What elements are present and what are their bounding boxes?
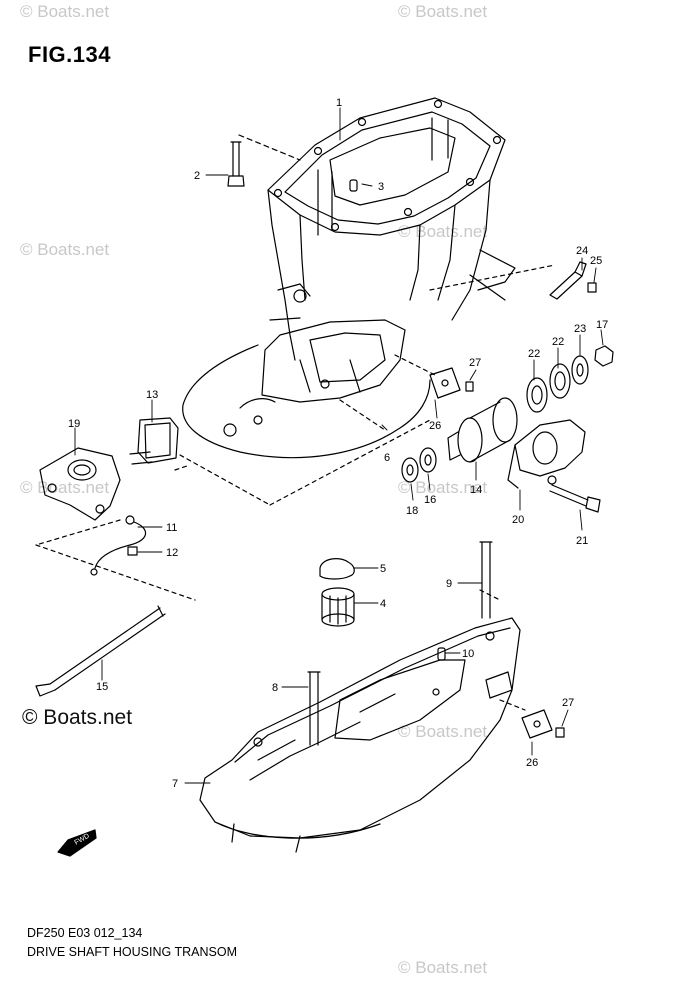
washer-part: [419, 447, 437, 473]
clip-part: [549, 261, 587, 300]
callout-9: 9: [446, 578, 452, 590]
callout-24: 24: [576, 245, 588, 257]
diagram-caption: DRIVE SHAFT HOUSING TRANSOM: [27, 945, 237, 959]
callout-5: 5: [380, 563, 386, 575]
callout-1: 1: [336, 97, 342, 109]
watermark: © Boats.net: [20, 240, 110, 259]
drive-shaft-housing-part: [182, 97, 516, 459]
callout-10: 10: [462, 648, 474, 660]
upper-mount-bracket-part: [39, 447, 121, 521]
shaft-bushing-part: [321, 587, 355, 627]
callout-22b: 22: [552, 336, 564, 348]
callout-4: 4: [380, 598, 386, 610]
callout-17: 17: [596, 319, 608, 331]
callout-numbers: 1 2 3 4 5 6 7 8 9 10 11 12 13 14 15 16 1…: [68, 97, 608, 790]
watermark: © Boats.net: [398, 722, 488, 741]
callout-21: 21: [576, 535, 588, 547]
watermark: © Boats.net: [20, 2, 110, 21]
callout-20: 20: [512, 514, 524, 526]
callout-3: 3: [378, 181, 384, 193]
plate-part: [521, 709, 553, 739]
mount-rubber-part: [129, 417, 179, 465]
watermark: © Boats.net: [398, 2, 488, 21]
watermark-dark: © Boats.net: [22, 706, 133, 729]
plate-part: [429, 367, 461, 399]
dowel-pin-part: [437, 647, 446, 661]
callout-19: 19: [68, 418, 80, 430]
bolt-part: [549, 484, 601, 513]
lower-mount-bracket-part: [507, 419, 586, 489]
callout-15: 15: [96, 681, 108, 693]
screw-part: [587, 282, 597, 293]
callout-11: 11: [166, 522, 177, 534]
screw-part: [555, 727, 565, 738]
callout-2: 2: [194, 170, 200, 182]
watermark: © Boats.net: [398, 958, 488, 977]
callout-12: 12: [166, 547, 178, 559]
callout-leaders: [74, 107, 604, 784]
figure-title: FIG.134: [28, 42, 111, 67]
callout-7: 7: [172, 778, 178, 790]
callout-26a: 26: [429, 420, 441, 432]
callout-25: 25: [590, 255, 602, 267]
stud-bolt-part: [479, 541, 493, 619]
callout-26b: 26: [526, 757, 538, 769]
callout-23: 23: [574, 323, 586, 335]
dowel-pin-part: [349, 179, 358, 192]
screw-part: [465, 381, 474, 392]
nut-part: [594, 345, 614, 367]
lower-housing-part: [199, 617, 521, 853]
callout-16: 16: [424, 494, 436, 506]
washer-part: [526, 377, 548, 413]
ground-wire-part: [90, 515, 147, 576]
callout-13: 13: [146, 389, 158, 401]
callout-27a: 27: [469, 357, 481, 369]
bushing-part: [447, 397, 518, 463]
callout-14: 14: [470, 484, 482, 496]
callout-22a: 22: [528, 348, 540, 360]
callout-8: 8: [272, 682, 278, 694]
washer-part: [549, 363, 571, 399]
bolt-part: [227, 134, 301, 187]
stud-bolt-part: [307, 671, 321, 746]
watermark: © Boats.net: [398, 478, 488, 497]
through-bolt-part: [35, 605, 166, 697]
callout-18: 18: [406, 505, 418, 517]
washer-part: [401, 457, 419, 483]
callout-6: 6: [384, 452, 390, 464]
washer-part: [571, 355, 589, 385]
callout-27b: 27: [562, 697, 574, 709]
seal-ring-part: [319, 558, 355, 580]
diagram-code: DF250 E03 012_134: [27, 926, 143, 940]
forward-arrow-icon: FWD: [57, 829, 97, 857]
